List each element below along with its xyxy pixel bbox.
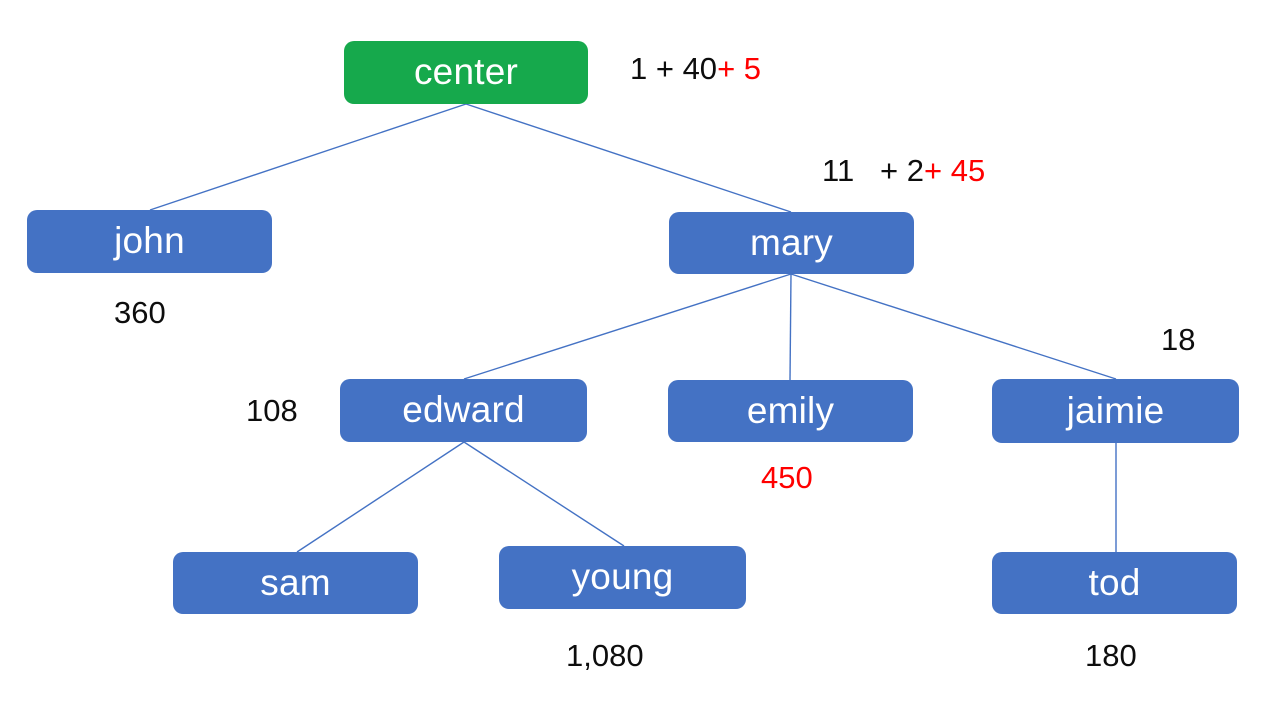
node-tod[interactable]: tod — [992, 552, 1237, 614]
node-john[interactable]: john — [27, 210, 272, 273]
node-mary[interactable]: mary — [669, 212, 914, 274]
node-sam-label: sam — [260, 561, 331, 603]
edge-mary-to-emily — [789, 273, 792, 381]
node-emily[interactable]: emily — [668, 380, 913, 442]
node-edward[interactable]: edward — [340, 379, 587, 442]
node-sam[interactable]: sam — [173, 552, 418, 614]
center-expression-base: 1 + 40 — [630, 51, 718, 86]
node-center-label: center — [413, 51, 519, 92]
center-expression-addition: + 5 — [717, 51, 762, 86]
edge-mary-to-edward — [463, 273, 792, 380]
node-jaimie[interactable]: jaimie — [992, 379, 1239, 443]
node-edward-label: edward — [402, 389, 525, 430]
jaimie-value: 18 — [1161, 322, 1196, 357]
tod-value: 180 — [1085, 638, 1137, 673]
node-jaimie-label: jaimie — [1066, 389, 1165, 431]
edge-edward-to-sam — [296, 441, 465, 553]
mary-expression-addition: + 45 — [923, 153, 986, 188]
john-value: 360 — [114, 295, 166, 330]
edge-center-to-john — [149, 103, 467, 211]
node-john-label: john — [114, 220, 185, 261]
edge-center-to-mary — [465, 103, 792, 213]
node-tod-label: tod — [1088, 561, 1141, 603]
node-center[interactable]: center — [344, 41, 588, 104]
edward-value: 108 — [246, 393, 298, 428]
node-emily-label: emily — [746, 389, 835, 431]
node-young[interactable]: young — [499, 546, 746, 609]
edge-mary-to-jaimie — [790, 273, 1117, 380]
emily-value: 450 — [761, 460, 813, 495]
node-young-label: young — [571, 556, 674, 597]
center-expression-label: 1 + 40+ 5 — [630, 53, 761, 84]
node-mary-label: mary — [749, 221, 834, 263]
edge-edward-to-young — [463, 441, 625, 547]
young-value: 1,080 — [566, 638, 644, 673]
mary-expression-label: 11 + 2+ 45 — [822, 155, 985, 186]
mary-expression-base: 11 + 2 — [822, 153, 924, 188]
